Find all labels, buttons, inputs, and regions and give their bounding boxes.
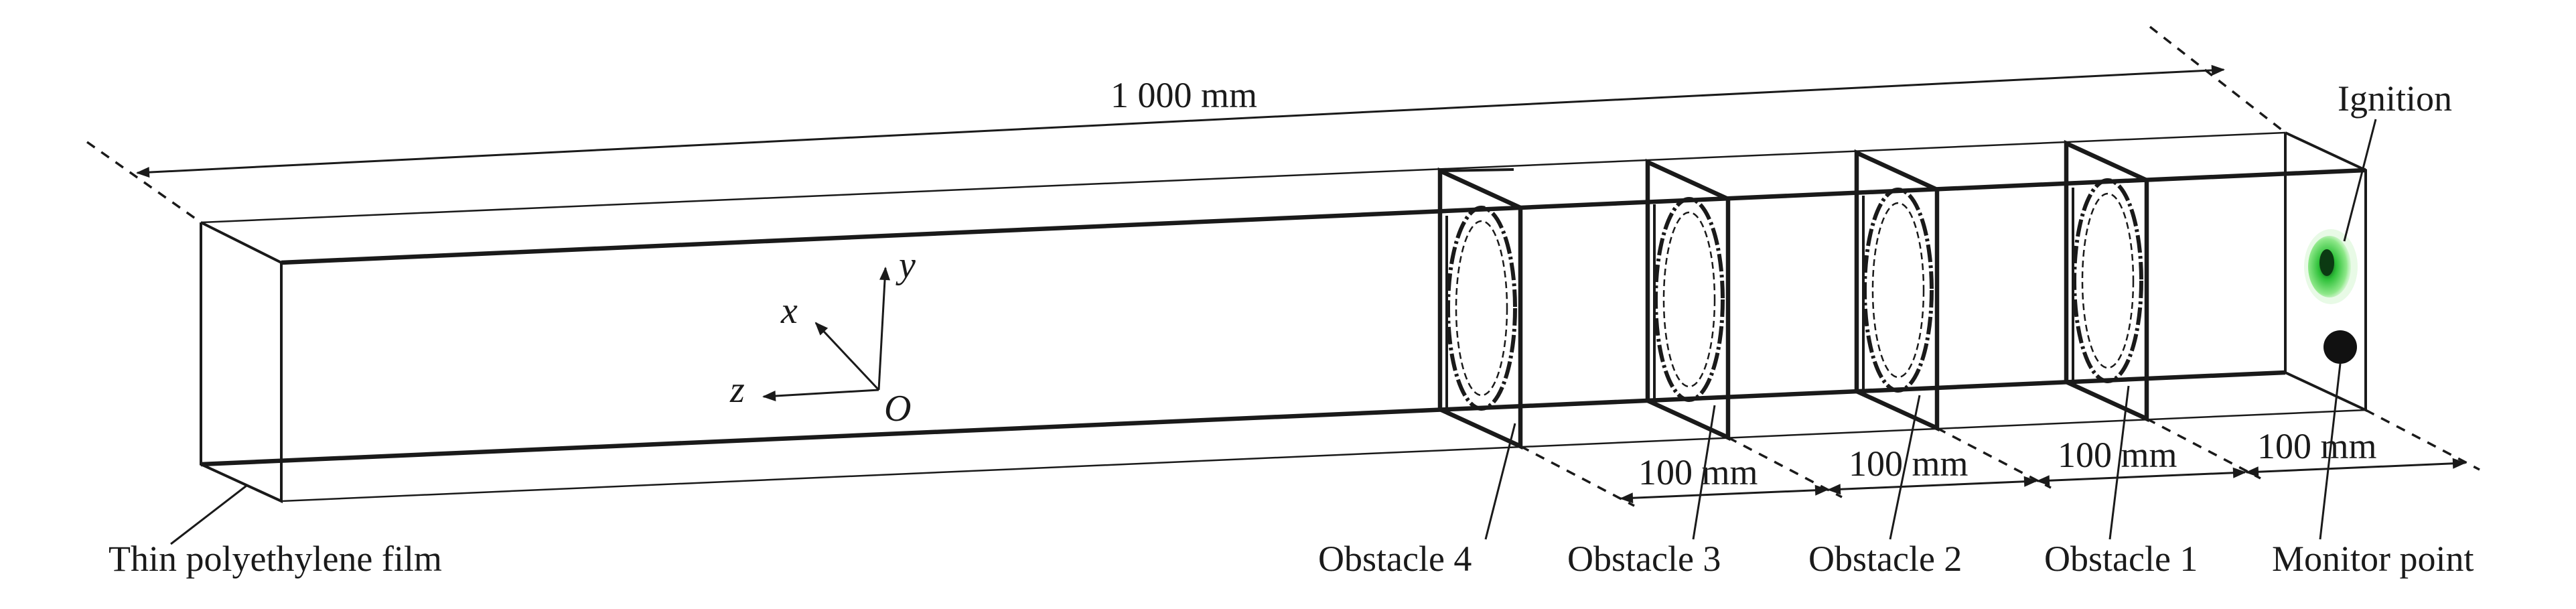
total-length-label: 1 000 mm	[1111, 75, 1257, 115]
monitor-point-marker	[2323, 330, 2357, 364]
obstacle-2-label: Obstacle 2	[1808, 539, 1962, 579]
monitor-point-label: Monitor point	[2272, 539, 2474, 579]
obstacle-1-label: Obstacle 1	[2044, 539, 2198, 579]
axis-z-label: z	[729, 369, 745, 411]
axis-origin-label: O	[884, 388, 911, 429]
spacing-label-3: 100 mm	[2058, 435, 2177, 475]
spacing-dimensions: 100 mm 100 mm 100 mm 100 mm	[1520, 409, 2480, 507]
duct-box	[200, 131, 2367, 504]
film-label: Thin polyethylene film	[109, 539, 442, 579]
axis-y-label: y	[896, 245, 916, 286]
leader-lines	[170, 119, 2377, 545]
ignition-marker	[2304, 229, 2358, 304]
ignition-label: Ignition	[2338, 78, 2452, 119]
spacing-label-1: 100 mm	[1638, 452, 1758, 492]
obstacle-3-label: Obstacle 3	[1567, 539, 1721, 579]
obstacle-4-label: Obstacle 4	[1318, 539, 1472, 579]
coordinate-axes: y x z O	[729, 245, 916, 429]
text-labels: Thin polyethylene film Obstacle 4 Obstac…	[109, 78, 2474, 579]
spacing-label-4: 100 mm	[2257, 426, 2377, 466]
axis-x-label: x	[780, 290, 798, 332]
total-length-dimension: 1 000 mm	[86, 25, 2287, 224]
